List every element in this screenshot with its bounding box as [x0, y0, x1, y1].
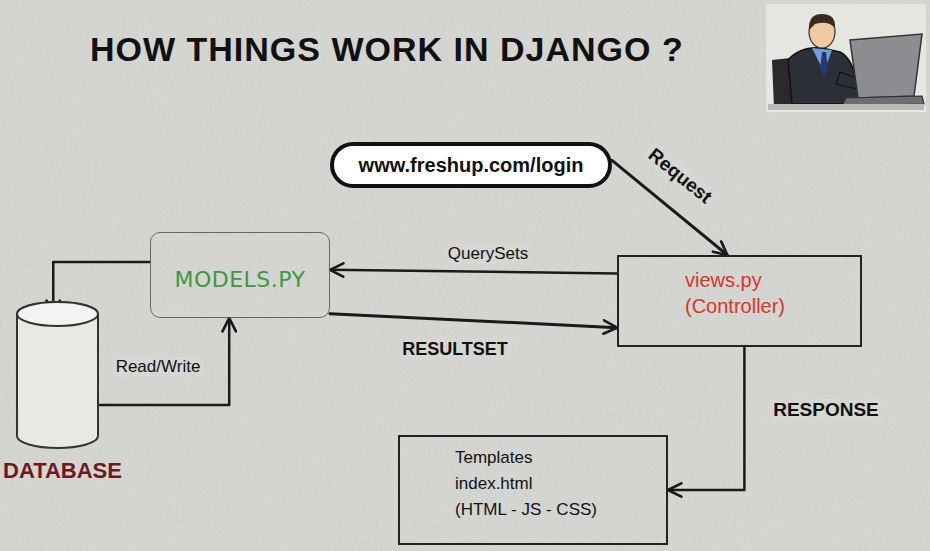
- flow-arrow: [668, 347, 744, 490]
- edge-label: QuerySets: [445, 244, 531, 264]
- illustration-ground: [766, 4, 926, 112]
- controller-box: views.py (Controller): [617, 255, 862, 347]
- edge-label: Read/Write: [113, 357, 204, 377]
- node-text: views.py (Controller): [685, 267, 835, 319]
- edge-label: RESPONSE: [770, 399, 882, 421]
- desk: [768, 104, 924, 110]
- cylinder-body: [17, 302, 98, 448]
- cylinder-outline: [15, 300, 100, 450]
- cylinder-top: [17, 302, 98, 326]
- flow-arrow: [100, 318, 229, 405]
- edge-label: Request: [642, 142, 719, 210]
- node-text: (HTML - JS - CSS): [455, 497, 597, 523]
- node-caption: DATABASE: [3, 458, 122, 484]
- models-box: MODELS.PY: [150, 232, 330, 318]
- flow-arrow: [330, 314, 617, 328]
- database-cylinder: DATABASE: [15, 300, 100, 450]
- node-text: MODELS.PY: [174, 267, 305, 292]
- url-pill: www.freshup.com/login: [330, 142, 612, 188]
- node-text: index.html: [455, 471, 532, 497]
- template-box: Templatesindex.html(HTML - JS - CSS): [398, 435, 668, 545]
- tie: [820, 52, 828, 76]
- edge-label: RESULTSET: [399, 339, 511, 360]
- node-text: www.freshup.com/login: [359, 154, 584, 177]
- diagram-title: HOW THINGS WORK IN DJANGO ?: [90, 30, 684, 69]
- hair: [809, 14, 835, 30]
- laptop-screen: [850, 34, 922, 98]
- node-text: Templates: [455, 445, 532, 471]
- flow-arrow: [330, 270, 617, 274]
